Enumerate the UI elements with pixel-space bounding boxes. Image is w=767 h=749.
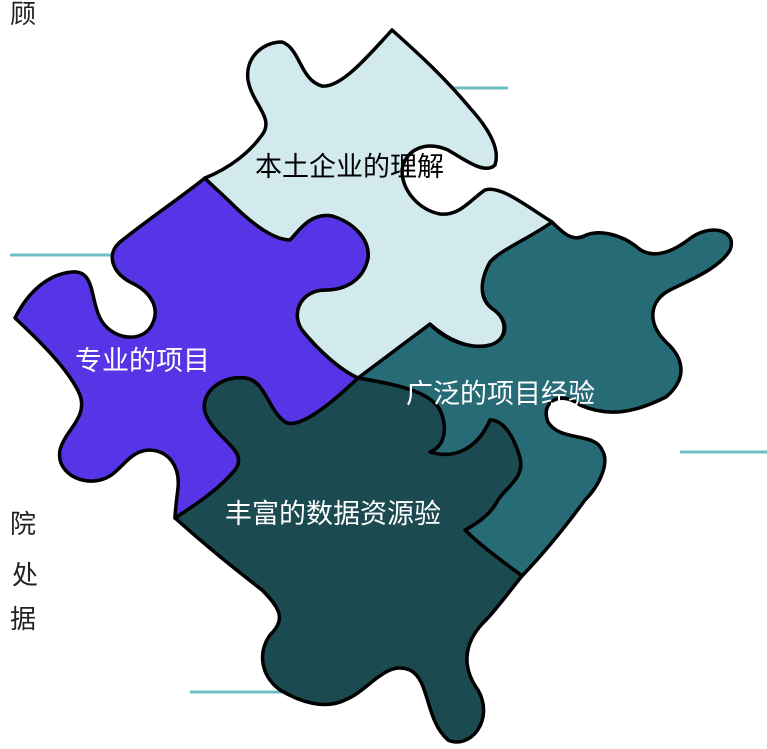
background-text-bottom-2: 处	[12, 561, 39, 591]
piece-label-left: 专业的项目	[75, 346, 210, 377]
background-text-bottom-3: 据	[10, 605, 37, 635]
background-text-bottom-1: 院	[10, 510, 37, 540]
piece-label-top: 本土企业的理解	[255, 152, 444, 183]
puzzle-piece-bottom	[173, 375, 524, 744]
background-text-top: 顾	[10, 0, 37, 30]
piece-label-bottom: 丰富的数据资源验	[225, 499, 441, 530]
piece-label-right: 广泛的项目经验	[406, 379, 595, 410]
